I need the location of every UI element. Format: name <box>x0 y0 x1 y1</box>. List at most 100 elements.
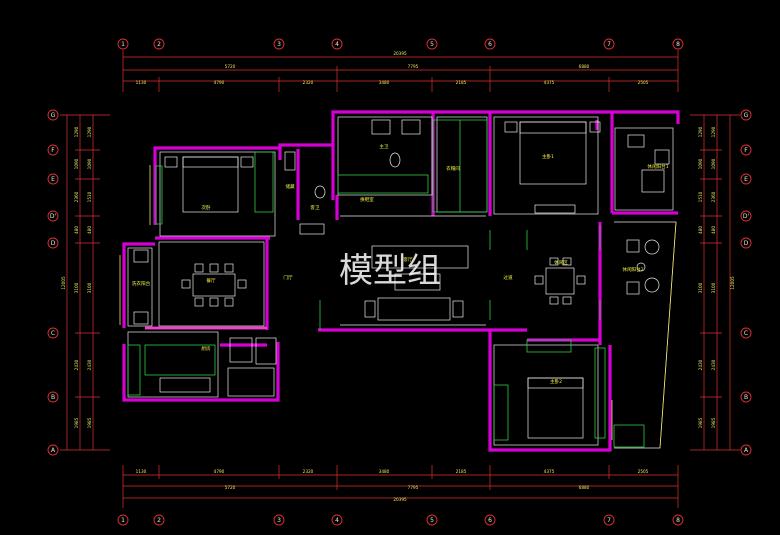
svg-text:1290: 1290 <box>74 126 79 137</box>
svg-text:1510: 1510 <box>698 191 703 202</box>
svg-text:1090: 1090 <box>711 158 716 169</box>
svg-text:7: 7 <box>607 41 611 48</box>
svg-text:2360: 2360 <box>74 191 79 202</box>
tv-cabinet <box>371 245 469 269</box>
label-leisure-balcony-2: 休闲阳台2 <box>622 266 643 273</box>
svg-text:C: C <box>744 330 748 337</box>
room-labels: 次卧 主卫 衣帽间 主卧1 休闲阳台1 客卫 换鞋室 洗衣阳台 餐厅 门厅 客厅… <box>132 143 669 385</box>
dim-top-detail-2: 4790 <box>214 80 225 85</box>
dim-bottom-mid-1: 5720 <box>225 485 236 490</box>
label-bedroom-2: 主卧2 <box>550 378 562 385</box>
svg-text:2430: 2430 <box>87 359 92 370</box>
axis-bubble-right-F: F <box>740 144 752 156</box>
leisure-table <box>545 267 575 295</box>
axis-bubble-right-B: B <box>740 391 752 403</box>
axis-bubble-bottom-3: 3 <box>273 514 285 526</box>
dim-bottom-mid-3: 6880 <box>579 485 590 490</box>
furniture <box>133 119 670 439</box>
svg-text:D': D' <box>743 213 750 220</box>
svg-text:6: 6 <box>488 517 492 524</box>
axis-bubble-bottom-1: 1 <box>117 514 129 526</box>
svg-text:1090: 1090 <box>87 158 92 169</box>
svg-text:B: B <box>744 394 748 401</box>
axis-bubble-right-C: C <box>740 327 752 339</box>
svg-text:3100: 3100 <box>87 282 92 293</box>
svg-text:2360: 2360 <box>711 191 716 202</box>
label-living-room: 客厅 <box>403 256 413 263</box>
axis-bubble-top-2: 2 <box>153 38 165 50</box>
svg-text:4: 4 <box>335 41 339 48</box>
svg-text:1: 1 <box>121 517 125 524</box>
svg-text:D: D <box>51 240 56 247</box>
svg-text:1985: 1985 <box>698 417 703 428</box>
axis-bubble-bottom-7: 7 <box>603 514 615 526</box>
svg-text:2430: 2430 <box>711 359 716 370</box>
dim-bottom-detail-5: 2185 <box>456 469 467 474</box>
svg-text:8: 8 <box>676 41 680 48</box>
watermark-text: 模型组 <box>339 251 441 291</box>
axis-bubble-bottom-2: 2 <box>153 514 165 526</box>
axis-bubble-top-1: 1 <box>117 38 129 50</box>
dim-left-total: 12005 <box>61 276 66 290</box>
axis-bubble-right-D1: D' <box>740 210 752 222</box>
svg-text:G: G <box>51 112 56 119</box>
axis-bubble-right-G: G <box>740 109 752 121</box>
label-laundry-balcony: 洗衣阳台 <box>132 280 151 287</box>
svg-text:3100: 3100 <box>711 282 716 293</box>
left-dimension-chain: 12005 1290 1090 2360 480 3100 2430 1985 … <box>60 114 110 451</box>
dim-bottom-mid-2: 7795 <box>408 485 419 490</box>
svg-text:E: E <box>744 176 748 183</box>
axis-bubble-top-5: 5 <box>426 38 438 50</box>
axis-bubble-right-A: A <box>740 444 752 456</box>
sofa <box>377 297 451 321</box>
svg-text:E: E <box>51 176 55 183</box>
axis-bubble-left-F: F <box>47 144 59 156</box>
svg-text:A: A <box>744 447 749 454</box>
dim-top-detail-1: 1130 <box>136 80 147 85</box>
dim-bottom-total: 20395 <box>393 497 407 502</box>
svg-text:G: G <box>744 112 749 119</box>
axis-bubble-bottom-5: 5 <box>426 514 438 526</box>
left-axis-bubbles: G F E D' D C B A <box>47 109 59 456</box>
svg-text:D': D' <box>50 213 57 220</box>
bed-master <box>519 121 587 185</box>
dim-bottom-detail-1: 1130 <box>136 469 147 474</box>
axis-bubble-top-4: 4 <box>331 38 343 50</box>
axis-bubble-left-E: E <box>47 173 59 185</box>
label-foyer: 门厅 <box>283 274 293 281</box>
dim-bottom-detail-3: 2320 <box>303 469 314 474</box>
label-guest-bath: 客卫 <box>310 204 320 211</box>
svg-text:480: 480 <box>698 226 703 234</box>
svg-text:F: F <box>744 147 748 154</box>
axis-bubble-left-D1: D' <box>47 210 59 222</box>
svg-text:2: 2 <box>157 517 161 524</box>
label-leisure-balcony-1: 休闲阳台1 <box>647 163 668 170</box>
dim-right-total: 12005 <box>730 276 735 290</box>
dim-bottom-detail-7: 2505 <box>638 469 649 474</box>
svg-text:C: C <box>51 330 55 337</box>
axis-bubble-left-C: C <box>47 327 59 339</box>
bed-second-master <box>527 377 584 439</box>
svg-text:480: 480 <box>711 226 716 234</box>
axis-bubble-bottom-4: 4 <box>331 514 343 526</box>
svg-text:2: 2 <box>157 41 161 48</box>
axis-bubble-bottom-6: 6 <box>484 514 496 526</box>
svg-text:1290: 1290 <box>87 126 92 137</box>
label-corridor: 过道 <box>503 274 513 281</box>
bottom-dimension-chain: 1130 4790 2320 3480 2185 4375 2505 5720 … <box>122 465 679 508</box>
svg-text:1985: 1985 <box>711 417 716 428</box>
axis-bubble-right-E: E <box>740 173 752 185</box>
svg-text:3100: 3100 <box>698 282 703 293</box>
label-second-bedroom: 次卧 <box>201 204 211 211</box>
svg-text:F: F <box>51 147 55 154</box>
svg-text:8: 8 <box>676 517 680 524</box>
label-leisure-area: 休闲区 <box>554 259 568 266</box>
svg-text:D: D <box>744 240 749 247</box>
dim-top-mid-3: 6880 <box>579 64 590 69</box>
axis-bubble-right-D: D <box>740 237 752 249</box>
dim-top-mid-2: 7795 <box>408 64 419 69</box>
svg-text:1: 1 <box>121 41 125 48</box>
svg-text:2430: 2430 <box>698 359 703 370</box>
label-master-bedroom: 主卧1 <box>542 153 554 160</box>
svg-text:1090: 1090 <box>698 158 703 169</box>
